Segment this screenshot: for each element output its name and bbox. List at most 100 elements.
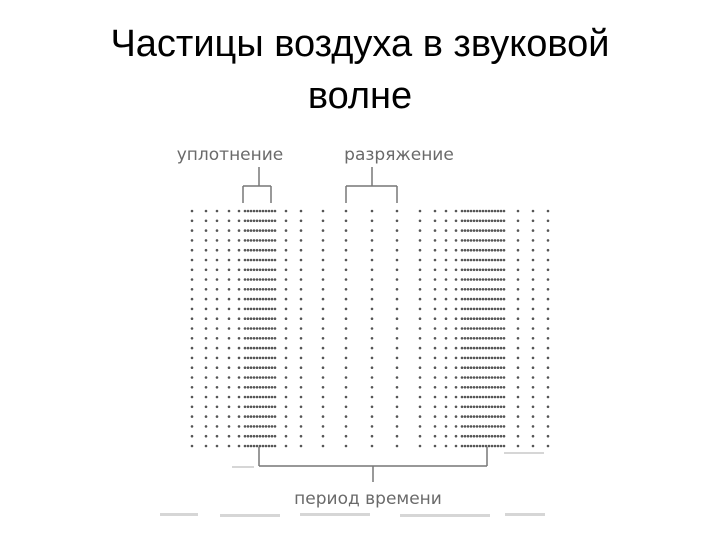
air-particle [454,229,458,232]
air-particle [370,415,374,418]
air-particle [204,307,208,311]
air-particle [444,258,448,262]
air-particle [433,346,437,350]
air-particle [466,376,470,379]
air-particle [463,425,467,428]
air-particle [299,288,303,291]
air-particle [237,317,241,321]
air-particle [454,327,458,330]
air-particle [204,366,208,370]
air-particle [418,346,422,350]
air-particle [496,356,500,360]
air-particle [516,239,520,242]
air-particle [255,239,259,242]
air-particle [204,425,208,428]
air-particle [531,268,535,272]
air-particle [475,268,479,272]
air-particle [499,425,503,428]
air-particle [460,317,464,321]
air-particle [321,366,325,370]
air-particle [502,356,506,360]
air-particle [496,209,500,213]
air-particle [460,376,464,379]
air-particle [472,297,476,301]
air-particle [516,327,520,330]
air-particle [487,405,491,409]
air-particle [273,376,277,379]
air-particle [264,434,268,438]
air-particle [481,444,485,448]
air-particle [546,229,550,232]
air-particle [270,425,274,428]
air-particle [481,346,485,350]
air-particle [344,317,348,321]
air-particle [243,366,247,370]
air-particle [478,337,482,340]
air-particle [502,425,506,428]
air-particle [502,229,506,232]
air-particle [264,278,268,281]
air-particle [478,366,482,370]
air-particle [444,297,448,301]
air-particle [499,356,503,360]
air-particle [490,258,494,262]
air-particle [502,209,506,213]
air-particle [321,209,325,213]
air-particle [484,425,488,428]
air-particle [418,258,422,262]
air-particle [475,337,479,340]
air-particle [546,444,550,448]
air-particle [481,356,485,360]
air-particle [493,317,497,321]
air-particle [454,317,458,321]
air-particle [370,337,374,340]
air-particle [255,356,259,360]
air-particle [484,327,488,330]
air-particle [215,327,219,330]
air-particle [258,288,262,291]
air-particle [261,346,265,350]
air-particle [493,219,497,223]
air-particle [243,248,247,252]
air-particle [466,248,470,252]
air-particle [478,229,482,232]
air-particle [267,248,271,252]
air-particle [496,219,500,223]
air-particle [258,356,262,360]
air-particle [487,444,491,448]
air-particle [246,268,250,272]
air-particle [246,248,250,252]
air-particle [255,268,259,272]
air-particle [493,248,497,252]
air-particle [454,297,458,301]
air-particle [516,248,520,252]
air-particle [466,209,470,213]
air-particle [255,346,259,350]
air-particle [243,356,247,360]
air-particle [516,395,520,399]
air-particle [433,356,437,360]
air-particle [261,229,265,232]
air-particle [433,268,437,272]
air-particle [418,425,422,428]
air-particle [215,415,219,418]
air-particle [418,278,422,281]
air-particle [227,209,231,213]
air-particle [246,337,250,340]
air-particle [255,229,259,232]
air-particle [484,376,488,379]
air-particle [344,219,348,223]
air-particle [466,386,470,389]
air-particle [299,317,303,321]
air-particle [531,317,535,321]
air-particle [444,415,448,418]
air-particle [299,229,303,232]
air-particle [215,248,219,252]
air-particle [246,239,250,242]
air-particle [264,248,268,252]
air-particle [255,327,259,330]
air-particle [243,258,247,262]
air-particle [215,297,219,301]
air-particle [321,288,325,291]
air-particle [267,434,271,438]
